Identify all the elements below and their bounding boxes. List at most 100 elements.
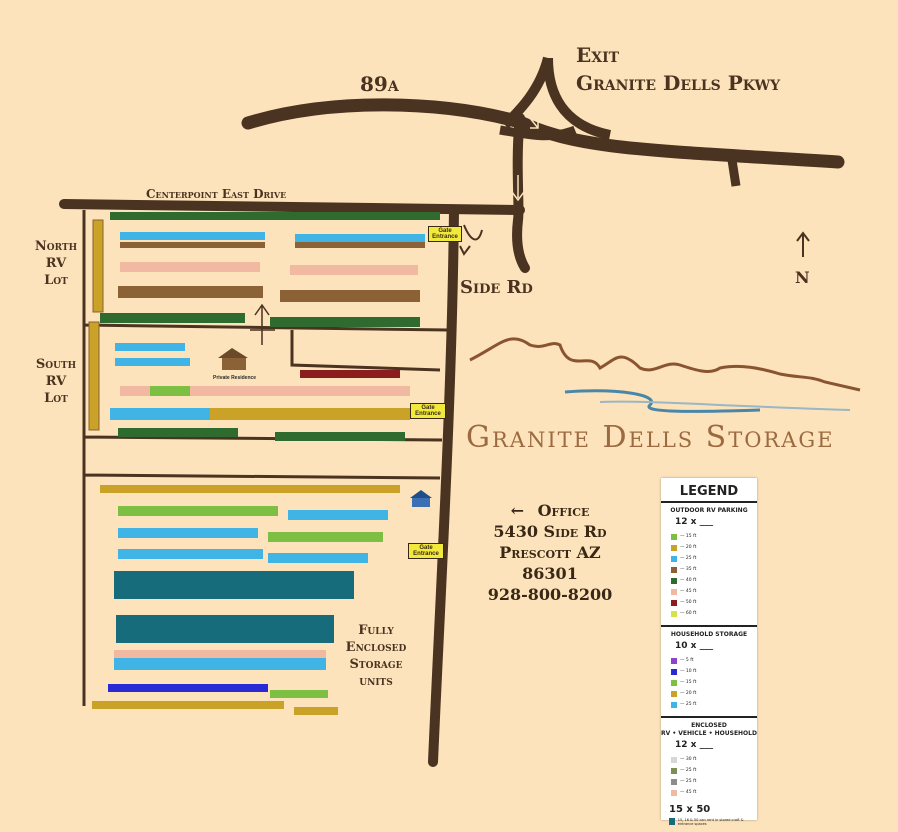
storage-row [268,532,383,542]
lot-label-line: Storage [349,657,403,672]
stub-road [727,159,741,187]
legend-swatch [671,767,677,774]
storage-row [116,615,334,643]
legend-row: — 15 ft [671,531,757,542]
legend-swatch [671,544,677,551]
legend-swatch [671,756,677,763]
legend-swatch [671,588,677,595]
side-rd [428,205,459,767]
storage-row [100,485,400,493]
enclosed-title: ENCLOSED [691,722,727,729]
legend-row: — 25 ft [671,765,757,776]
storage-row [114,650,326,658]
storage-row [294,707,338,715]
parking-row [295,242,425,248]
legend-swatch [671,577,677,584]
office-heading: ← Office [470,500,630,521]
legend-row: — 20 ft [671,542,757,553]
legend-swatch [671,610,677,617]
storage-row [270,690,328,698]
parking-row [290,265,418,275]
legend-swatch [671,789,677,796]
legend-swatch [671,679,677,686]
legend-row-label: — 50 ft [680,600,697,605]
office-address1: 5430 Side Rd [493,522,607,541]
south-lot-rows [110,343,410,441]
side-rd-label: Side Rd [460,277,533,298]
outdoor-title: OUTDOOR RV PARKING [670,507,748,514]
granite-dells-pkwy [512,113,530,273]
legend-swatch [671,533,677,540]
highway-89a-label: 89a [360,72,399,96]
legend-row-label: — 20 ft [680,691,697,696]
office-block: ← Office 5430 Side Rd Prescott AZ 86301 … [470,500,630,605]
outdoor-multiplier: 12 x ___ [675,517,714,527]
brand-name: Granite Dells Storage [466,420,835,455]
legend-swatch [671,690,677,697]
storage-row [114,571,354,599]
legend-row: — 20 ft [671,688,757,699]
office-arrow-icon: ← [510,501,524,520]
parking-row [295,234,425,242]
legend-row-label: — 20 ft [680,545,697,550]
north-lot-rows [100,212,440,327]
legend-swatch [671,657,677,664]
lot-label-line: units [359,674,393,689]
storage-row [108,684,268,692]
legend-row-label: — 25 ft [680,779,697,784]
office-phone: 928-800-8200 [487,585,613,604]
parking-row [120,262,260,272]
household-multiplier: 10 x ___ [675,641,714,651]
legend-row: — 5 ft [671,655,757,666]
lot-label-line: Lot [44,391,68,406]
exit-label-line1: Exit [576,43,620,67]
parking-row [118,286,263,298]
household-title: HOUSEHOLD STORAGE [670,631,748,638]
river-decoration-2 [599,400,851,411]
parking-row [118,428,238,437]
legend-row: — 45 ft [671,586,757,597]
legend-row: — 25 ft [671,699,757,710]
parking-row [280,290,420,302]
legend-row-label: — 45 ft [680,589,697,594]
legend-swatch [671,701,677,708]
outdoor-items: — 15 ft— 20 ft— 25 ft— 35 ft— 40 ft— 45 … [661,531,757,619]
legend-row-label: — 15 ft [680,534,697,539]
private-residence-icon [218,348,248,370]
enclosed-multiplier: 12 x ___ [675,740,714,750]
parking-row [275,432,405,441]
legend-row: — 45 ft [671,787,757,798]
office-address2: Prescott AZ 86301 [499,543,601,583]
north-lot-boundary [82,210,449,706]
river-decoration [564,389,761,413]
parking-row [110,212,440,220]
legend-row: — 50 ft [671,597,757,608]
storage-row [268,553,368,563]
legend-row-label: — 25 ft [680,768,697,773]
north-arrow-label: N [795,268,810,287]
north-rv-lot-label: North RV Lot [30,238,82,289]
north-arrow-icon [796,231,810,257]
enclosed-storage-label: Fully Enclosed Storage units [338,622,414,690]
big-units-row: 15, 16 & 50 can rent in stored craft & e… [669,818,757,826]
interchange-arrow-2 [524,111,539,129]
enclosed-items: — 30 ft— 25 ft— 25 ft— 45 ft [661,754,757,798]
legend-row-label: — 35 ft [680,567,697,572]
centerpoint-east-drive-label: Centerpoint East Drive [146,187,287,201]
storage-row [288,510,388,520]
exit-loop [499,125,577,141]
legend-row: — 25 ft [671,553,757,564]
legend-row: — 35 ft [671,564,757,575]
inner-lot-box [290,330,441,372]
storage-row [118,549,263,559]
parking-row [270,317,420,327]
storage-row [118,528,258,538]
legend-divider [661,716,757,718]
centerpoint-east-drive [59,199,525,215]
household-items: — 5 ft— 10 ft— 15 ft— 20 ft— 25 ft [661,655,757,710]
parking-row [120,242,265,248]
lot-label-line: Lot [44,273,68,288]
mountain-ridge-decoration [469,337,861,392]
legend-row-label: — 60 ft [680,611,697,616]
parking-row [110,408,210,420]
